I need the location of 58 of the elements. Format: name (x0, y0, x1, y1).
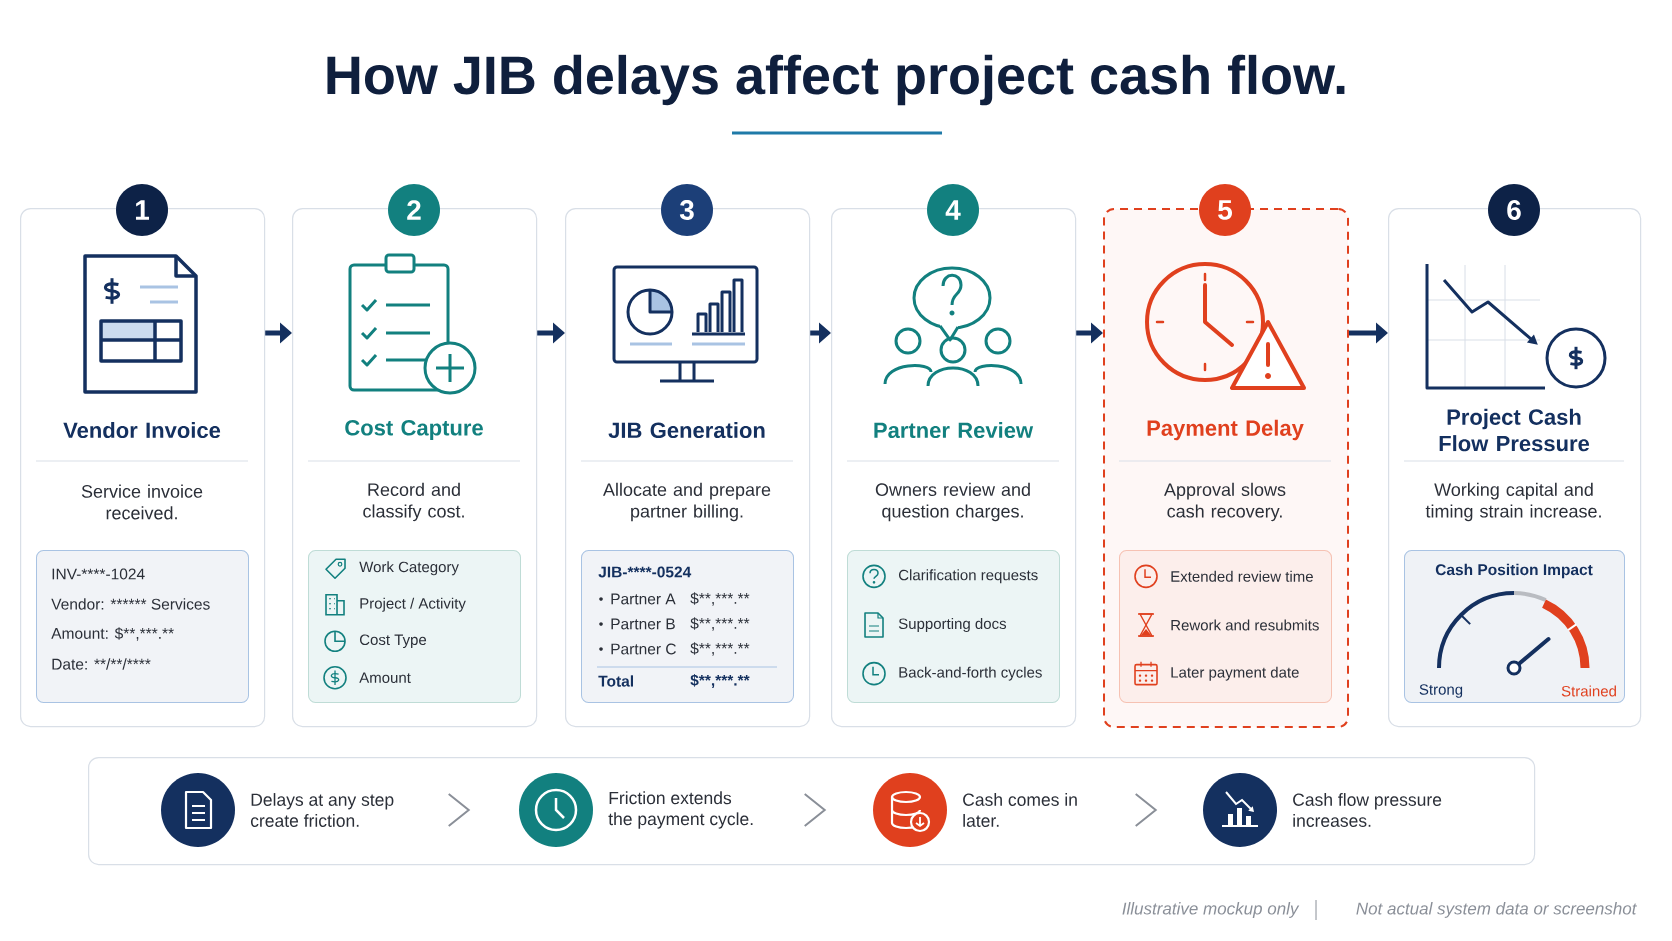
step-badge: 3 (661, 184, 713, 236)
gauge-title: Cash Position Impact (1435, 563, 1593, 579)
step-description: Allocate and prepare partner billing. (603, 482, 771, 522)
amount-value: $**,***.** (690, 617, 750, 631)
summary-step: Cash comes in later. (873, 773, 1077, 847)
checklist-item: Rework and resubmits (1171, 619, 1319, 631)
step-description: Working capital and timing strain increase. (1425, 482, 1601, 522)
invoice-field: Amount: $**,***.** (51, 627, 174, 641)
step-description: Owners review and question charges. (875, 482, 1030, 522)
checklist-item: Later payment date (1171, 666, 1299, 681)
step-description: Service invoice received. (81, 484, 203, 520)
gauge-label: Strong (1419, 684, 1463, 698)
step-badge: 4 (927, 184, 979, 236)
amount-value: $**,***.** (690, 642, 750, 656)
chevron (1134, 793, 1158, 827)
checklist-item: Amount (359, 672, 411, 683)
step-description: Approval slows cash recovery. (1164, 482, 1286, 522)
node-label: Cash flow pressure increases. (1293, 793, 1442, 827)
step-title: Vendor Invoice (63, 421, 221, 439)
step-title: Partner Review (874, 421, 1034, 439)
step-badge: 1 (116, 184, 168, 236)
partner-name: Total (598, 675, 633, 687)
invoice-field: Date: **/**/**** (52, 658, 151, 670)
step-title: Project Cash Flow Pressure (1439, 408, 1590, 452)
partner-name: Partner A (611, 593, 676, 605)
footnote: Illustrative mockup only (1122, 902, 1300, 918)
checklist-item: Supporting docs (898, 618, 1007, 632)
step-badge: 5 (1199, 184, 1251, 236)
summary-step: Cash flow pressure increases. (1203, 773, 1442, 847)
chevron (803, 793, 827, 827)
gauge-label: Strained (1561, 685, 1616, 697)
title: How JIB delays affect project cash flow. (327, 54, 1345, 106)
step-title: Cost Capture (345, 420, 483, 440)
amount-value: $**,***.** (690, 592, 750, 606)
chevron (447, 793, 471, 827)
partner-name: Partner B (611, 618, 675, 630)
checklist-item: Clarification requests (899, 569, 1038, 584)
step-title: JIB Generation (608, 421, 765, 439)
step-description: Record and classify cost. (363, 482, 464, 522)
node-label: Friction extends the payment cycle. (608, 791, 753, 829)
checklist-item: Extended review time (1171, 570, 1313, 582)
checklist-item: Project / Activity (360, 597, 466, 612)
checklist-item: Work Category (359, 561, 459, 576)
node-label: Delays at any step create friction. (250, 793, 394, 827)
footnote: Not actual system data or screenshot (1356, 902, 1638, 918)
billing-id: JIB-****-0524 (598, 566, 692, 578)
invoice-field: INV-****-1024 (52, 568, 145, 580)
amount-value: $**,***.** (690, 674, 750, 688)
step-title: Payment Delay (1147, 419, 1304, 441)
partner-name: Partner C (611, 643, 676, 655)
step-badge: 2 (388, 184, 440, 236)
step-badge: 6 (1488, 184, 1540, 236)
summary-step: Delays at any step create friction. (161, 773, 394, 847)
checklist-item: Back-and-forth cycles (899, 666, 1042, 681)
summary-step: Friction extends the payment cycle. (519, 773, 753, 847)
checklist-item: Cost Type (360, 634, 427, 649)
invoice-field: Vendor: ****** Services (51, 598, 210, 610)
node-label: Cash comes in later. (963, 793, 1077, 827)
